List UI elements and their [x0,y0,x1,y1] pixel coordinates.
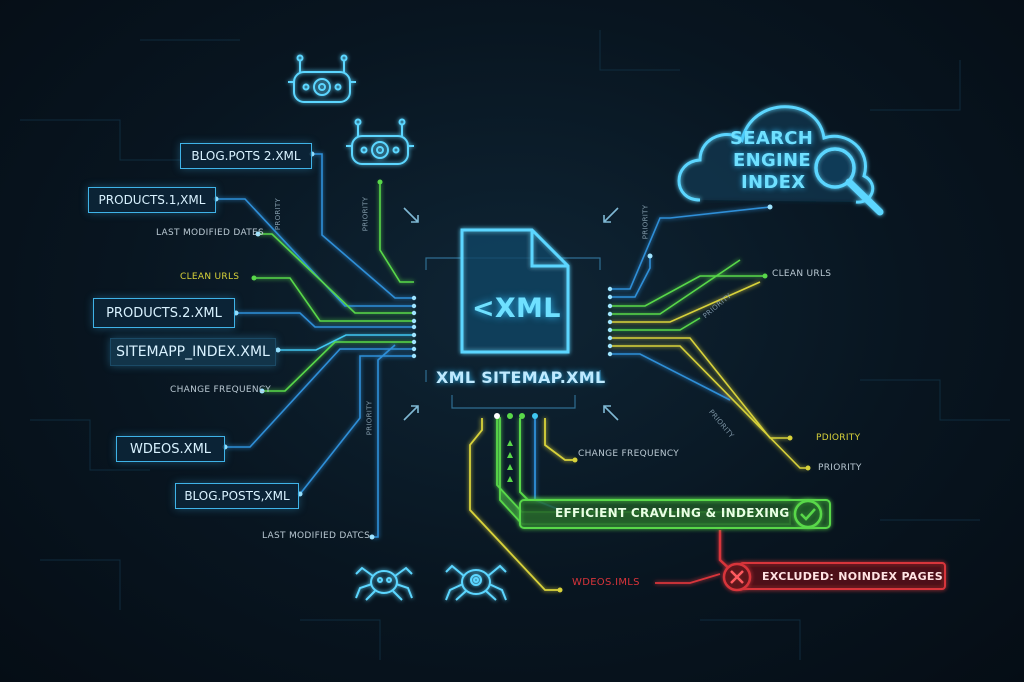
rotated-label: PRORITY [274,197,283,231]
check-icon [793,499,823,529]
cross-icon [722,562,752,592]
rotated-label: PRIORITY [361,196,370,232]
right-small-label: CHANGE FREQUENCY [578,449,680,459]
robot-icon [288,54,356,103]
sitemap-file-box: BLOG.POTS 2.XML [180,143,312,169]
cloud-line-3: INDEX [741,172,806,193]
right-small-label: PDIORITY [816,433,861,443]
right-small-label: CLEAN URLS [772,269,832,279]
rotated-label: PRIORITY [365,400,374,436]
red-file-label: WDEOS.IMLS [572,577,640,588]
spider-bot-icon [445,564,507,601]
sitemap-file-box: PRODUCTS.2.XML [93,298,235,328]
xml-file-label: <XML [472,293,561,324]
rotated-label: PRIORITY [641,204,650,240]
robot-icon [346,118,414,165]
sitemap-file-box: WDEOS.XML [116,436,225,462]
xml-file-icon [460,228,570,354]
magnifier-icon [814,147,884,216]
excluded-text: EXCLUDED: NOINDEX PAGES [762,570,943,583]
cloud-line-1: SEARCH [730,128,814,149]
sitemap-file-box: BLOG.POSTS,XML [175,483,299,509]
sitemap-file-box: PRODUCTS.1,XML [88,187,216,213]
right-small-label: PRIORITY [818,463,862,473]
sitemap-index-box: SITEMAPP_INDEX.XML [110,338,276,366]
left-small-label: CLEAN URLS [180,272,240,282]
success-banner [519,499,831,529]
left-small-label: LAST MODIFIED DATCS [262,531,371,541]
sitemap-title: XML SITEMAP.XML [436,368,606,387]
left-small-label: LAST MODIFIED DATES [156,228,265,238]
success-text: EFFICIENT CRAVLING & INDEXING [555,506,790,520]
left-small-label: CHANGE FREQUENCY [170,385,272,395]
cloud-line-2: ENGINE [733,150,811,171]
spider-bot-icon [355,566,413,601]
